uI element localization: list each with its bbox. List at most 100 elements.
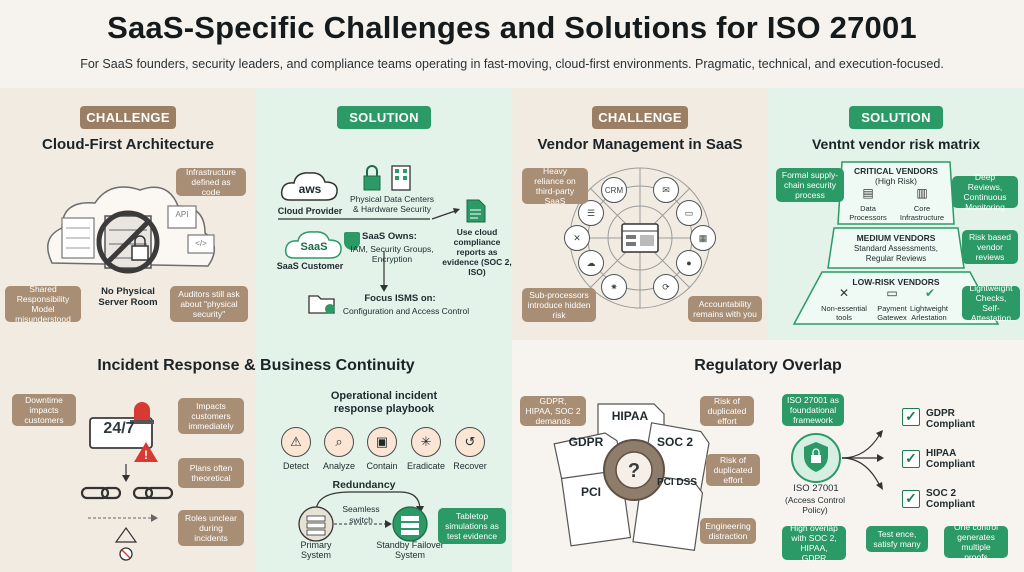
- clock-alert-illustration: !: [89, 402, 158, 462]
- saas-label: SaaS: [300, 241, 328, 253]
- doc-pci: PCI: [580, 485, 601, 499]
- datacenter-icons: [363, 165, 411, 191]
- doc-hipaa: HIPAA: [611, 409, 649, 423]
- callout-overlap: High overlap with SOC 2, HIPAA, GDPR: [782, 523, 846, 563]
- redundancy-label: Redundancy: [332, 479, 396, 491]
- step-contain-label: Contain: [366, 461, 398, 471]
- document-icon: [466, 199, 486, 223]
- challenge-tag: CHALLENGE: [592, 106, 688, 129]
- label-247: 24/7: [103, 420, 135, 437]
- callout-auditors: Auditors still ask about "physical secur…: [170, 286, 248, 322]
- vendor-node-cloud-icon: ☁: [578, 250, 604, 276]
- playbook-title: Operational incident response playbook: [330, 390, 438, 415]
- divider-arrows: [278, 208, 460, 292]
- api-label: API: [175, 210, 189, 219]
- hipaa-check-icon: ✓: [902, 450, 920, 468]
- vendor-node-data-icon: ☰: [578, 200, 604, 226]
- card-icon: ▭: [886, 286, 898, 300]
- risk-pyramid: [792, 161, 1000, 325]
- payment-label: Payment Gatewex: [877, 304, 907, 322]
- step-analyze-label: Analyze: [322, 461, 356, 471]
- panel-title: Cloud-First Architecture: [42, 136, 214, 153]
- vendor-node-crm: CRM: [601, 177, 627, 203]
- step-recover-icon: ↺: [455, 427, 485, 457]
- shield-check-icon: ✔: [924, 286, 936, 300]
- broken-chain-illustration: [80, 464, 174, 561]
- callout-risk: Risk based vendor reviews: [962, 230, 1018, 264]
- callout-roles: Roles unclear during incidents: [178, 510, 244, 546]
- callout-tabletop: Tabletop simulations as test evidence: [438, 508, 506, 544]
- primary-label: Primary System: [300, 540, 332, 560]
- callout-lightweight: Lightweight Checks, Self-Attestation: [962, 283, 1020, 323]
- critical-sub: (High Risk): [874, 176, 918, 186]
- callout-impacts: Impacts customers immediately: [178, 398, 244, 434]
- callout-engineering: Engineering distraction: [700, 518, 756, 544]
- server-icon: ▥: [916, 186, 928, 200]
- nonessential-label: Non-essential tools: [821, 304, 867, 322]
- callout-deep: Deep Reviews, Continuous Monitoring: [952, 172, 1018, 212]
- step-recover-label: Recover: [453, 461, 487, 471]
- redundancy-diagram: [298, 491, 428, 542]
- step-eradicate-icon: ✳: [411, 427, 441, 457]
- seamless-label: Seamless switch: [342, 504, 380, 525]
- soc2-compliant-label: SOC 2 Compliant: [926, 488, 975, 510]
- shield-icon: [344, 232, 360, 250]
- data-processors-label: Data Processors: [849, 204, 887, 222]
- vendor-node-tools-icon: ✕: [564, 225, 590, 251]
- page-title: SaaS-Specific Challenges and Solutions f…: [107, 10, 917, 45]
- iso-label: ISO 27001: [793, 483, 839, 494]
- no-server-room-label: No Physical Server Room: [98, 286, 158, 308]
- iso-shield-diagram: [791, 430, 884, 490]
- step-detect-label: Detect: [282, 461, 309, 471]
- callout-dup2: Risk of duplicated effort: [706, 454, 760, 486]
- doc-gdpr: GDPR: [568, 435, 604, 449]
- code-label: </>: [195, 239, 207, 248]
- cloud-solution-panel: SOLUTION aws Cloud Provider Physical Dat…: [256, 88, 512, 340]
- callout-formal: Formal supply-chain security process: [776, 168, 844, 202]
- callout-demands: GDPR, HIPAA, SOC 2 demands: [520, 396, 586, 426]
- lightweight-label: Lightweight Arlestation: [910, 304, 948, 322]
- callout-test-once: Test ence, satisfy many: [866, 526, 928, 552]
- svg-text:!: !: [144, 448, 148, 462]
- vendor-node-sync-icon: ⟳: [653, 274, 679, 300]
- gdpr-compliant-label: GDPR Compliant: [926, 408, 975, 430]
- step-analyze-icon: ⌕: [324, 427, 354, 457]
- medium-sub: Standard Assessments, Regular Reviews: [853, 244, 939, 263]
- page-subtitle: For SaaS founders, security leaders, and…: [80, 57, 944, 71]
- saas-customer-label: SaaS Customer: [276, 261, 344, 271]
- callout-dup1: Risk of duplicated effort: [700, 396, 754, 426]
- focus-items: Configuration and Access Control: [342, 306, 470, 316]
- doc-pci-dss: PCI DSS: [656, 477, 697, 488]
- callout-shared: Shared Responsibility Model misunderstoo…: [5, 284, 81, 324]
- solution-tag: SOLUTION: [849, 106, 943, 129]
- cloud-provider-label: Cloud Provider: [277, 206, 343, 216]
- callout-infra: Infrastructure defined as code: [176, 167, 246, 197]
- vendor-challenge-panel: CHALLENGE Vendor Management in SaaS CRM …: [512, 88, 768, 340]
- vendor-solution-panel: SOLUTION Ventnt vendor risk matrix CRITI…: [768, 88, 1024, 340]
- gdpr-check-icon: ✓: [902, 408, 920, 426]
- doc-soc2: SOC 2: [656, 435, 693, 449]
- step-detect-icon: ⚠: [281, 427, 311, 457]
- standby-label: Standby Failover System: [376, 540, 444, 560]
- callout-subprocessors: Sub-processors introduce hidden risk: [522, 288, 596, 322]
- callout-plans: Plans often theoretical: [178, 458, 244, 488]
- database-icon: ▤: [862, 186, 874, 200]
- svg-text:?: ?: [628, 460, 640, 482]
- vendor-node-pay-icon: ▭: [676, 200, 702, 226]
- aws-cloud-icon: [280, 172, 338, 201]
- hipaa-compliant-label: HIPAA Compliant: [926, 448, 975, 470]
- cloud-challenge-panel: CHALLENGE Cloud-First Architecture API <…: [0, 88, 256, 340]
- folder-icon: [308, 295, 335, 314]
- medium-title: MEDIUM VENDORS: [856, 233, 936, 243]
- low-title: LOW-RISK VENDORS: [852, 277, 940, 287]
- callout-reliance: Heavy reliance on third-party SaaS: [522, 166, 588, 206]
- callout-accountability: Accountability remains with you: [688, 296, 762, 322]
- challenge-tag: CHALLENGE: [80, 106, 176, 129]
- solution-tag: SOLUTION: [337, 106, 431, 129]
- vendor-node-gear-icon: ✷: [601, 274, 627, 300]
- soc2-check-icon: ✓: [902, 490, 920, 508]
- saas-cloud-icon: [284, 231, 342, 259]
- physical-dc-label: Physical Data Centers & Hardware Securit…: [349, 194, 435, 214]
- vendor-node-mail-icon: ✉: [653, 177, 679, 203]
- iso-sub-label: (Access Control Policy): [785, 495, 845, 515]
